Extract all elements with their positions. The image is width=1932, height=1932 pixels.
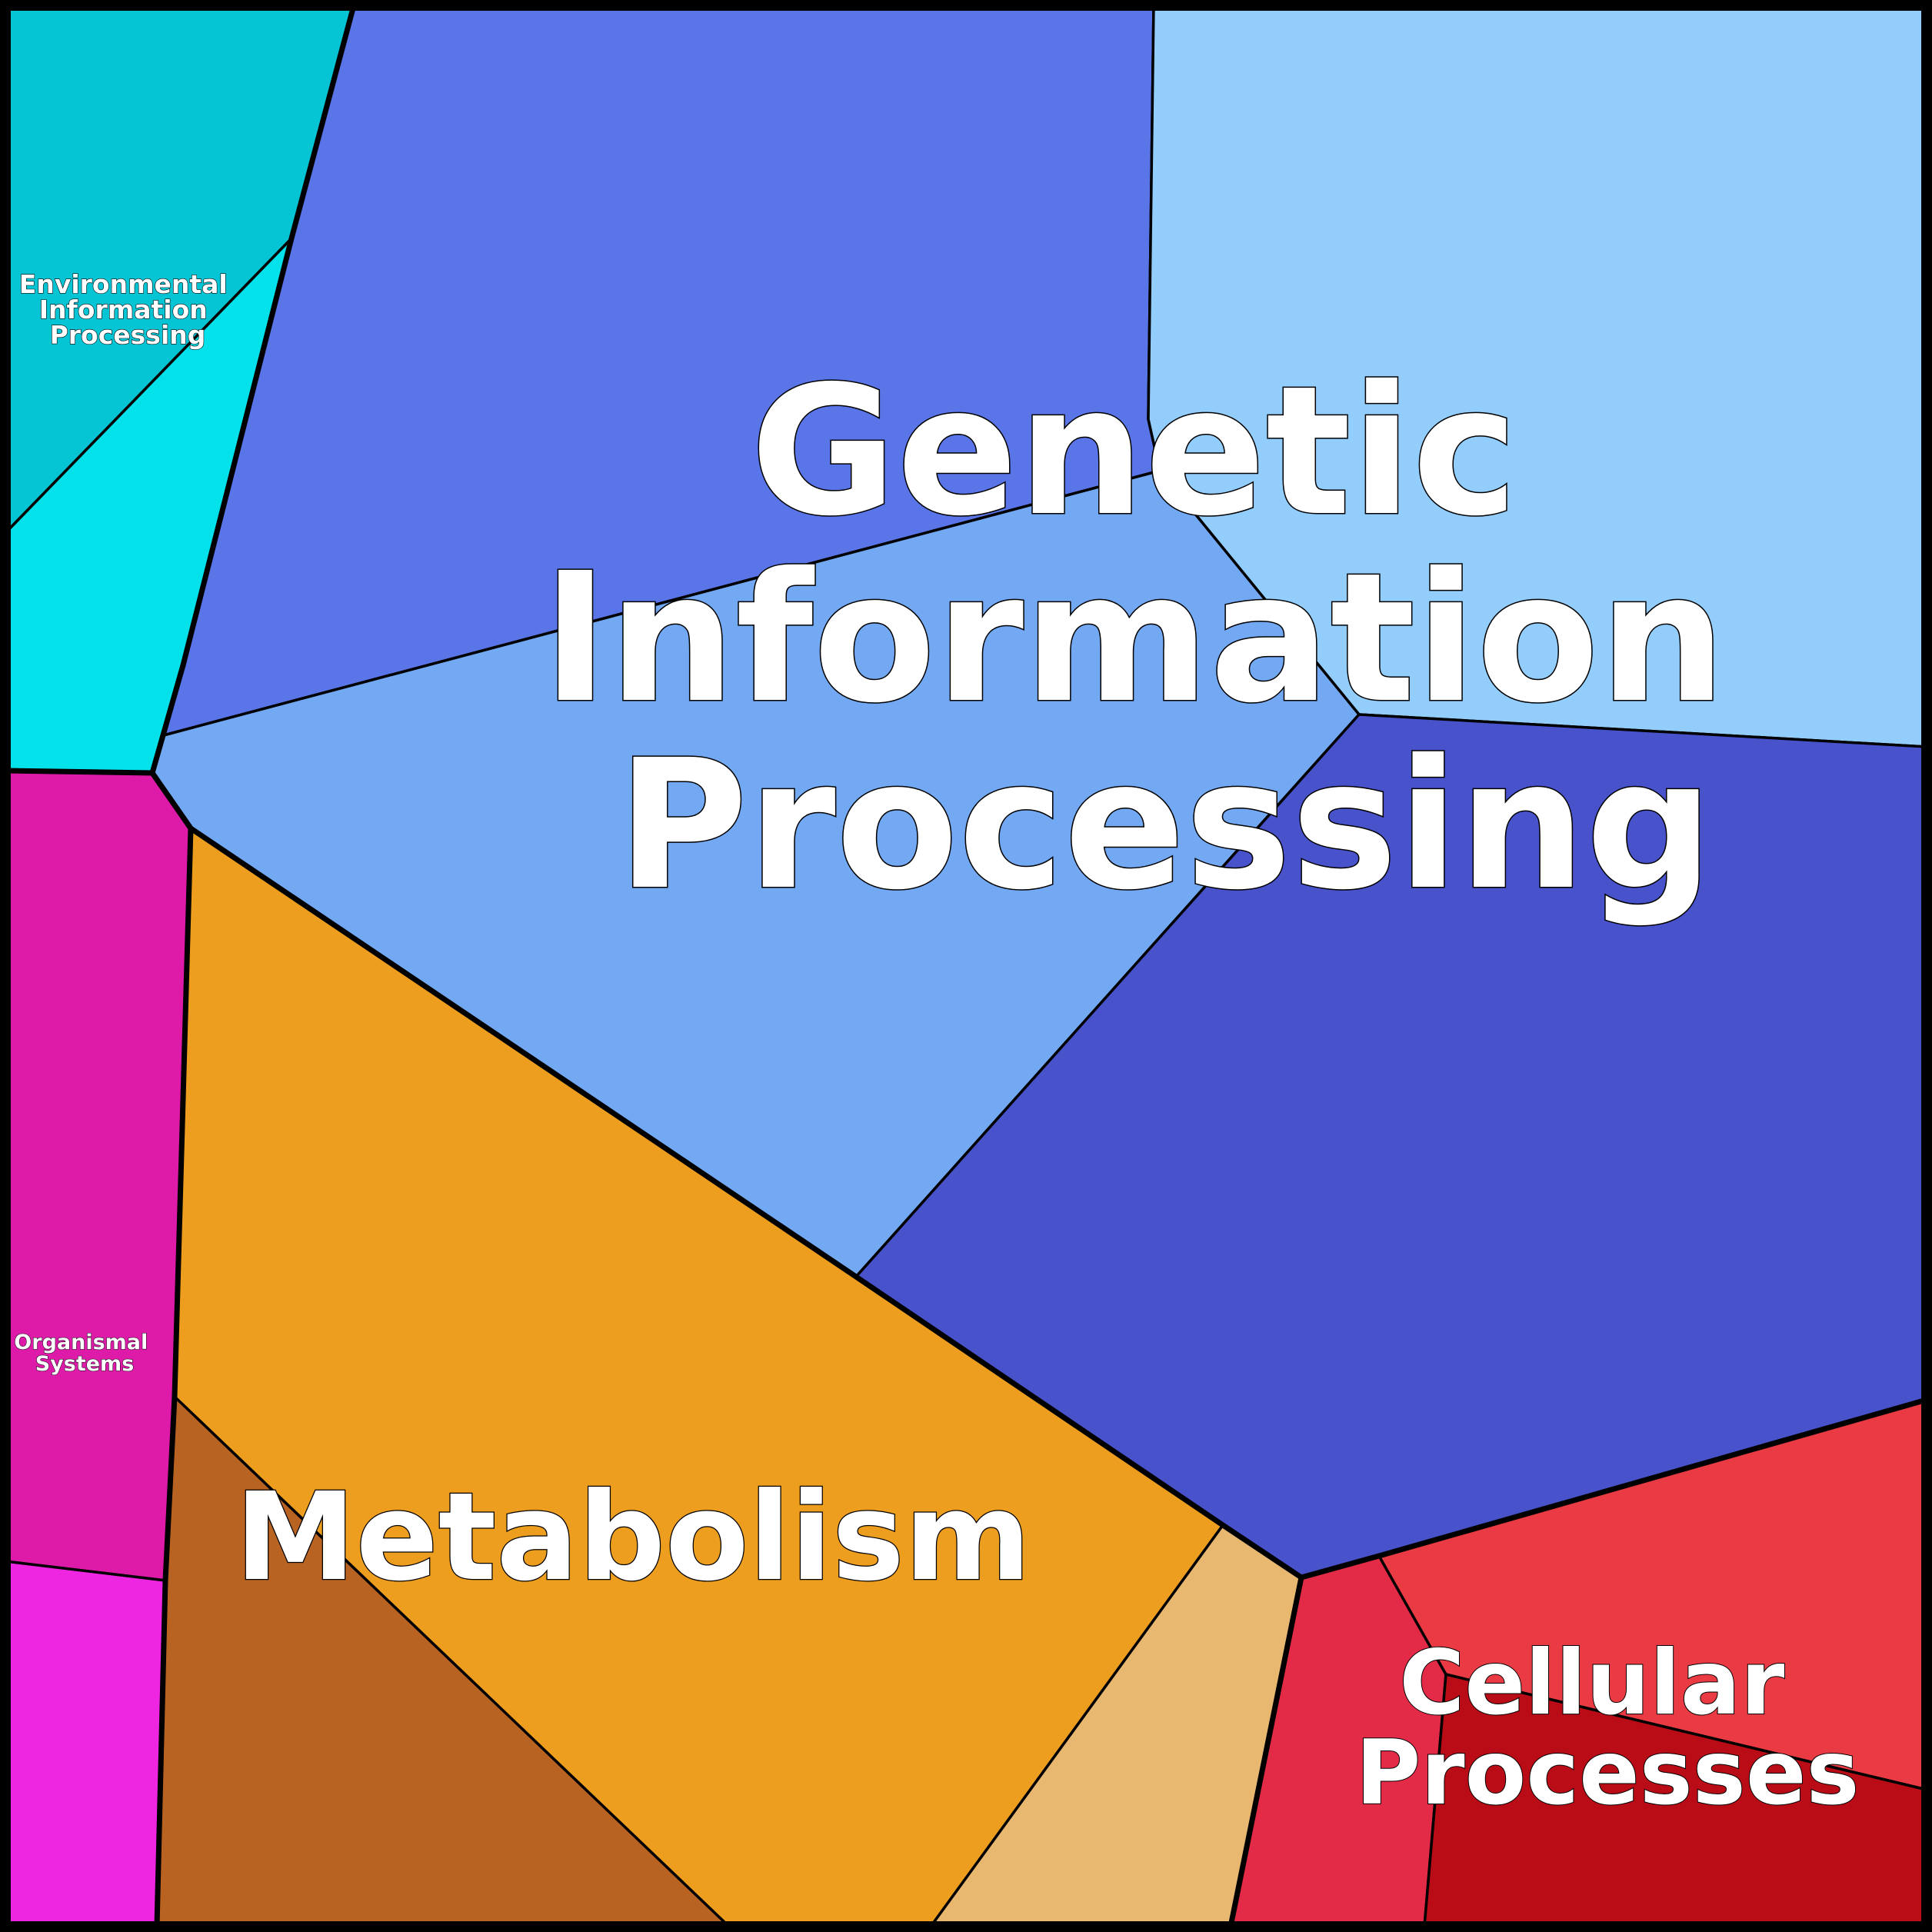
genetic-label-line-2: Information: [542, 535, 1727, 742]
border-environmental-genetic: [149, 2, 357, 776]
genetic-label: Genetic Information Processing: [542, 348, 1788, 929]
border-genetic-metabolism: [149, 770, 1304, 1581]
border-organismal-metabolism: [154, 825, 194, 1930]
border-metabolism-cellular: [1227, 1574, 1304, 1930]
cellular-label-line-1: Cellular: [1399, 1631, 1784, 1735]
organismal-label-line-1: Organismal: [14, 1331, 148, 1354]
genetic-label-line-1: Genetic: [750, 348, 1517, 555]
metabolism-label: Metabolism: [235, 1467, 1031, 1608]
cellular-label: Cellular Processes: [1355, 1631, 1859, 1825]
metabolism-label-line-1: Metabolism: [235, 1467, 1031, 1608]
organismal-cell-2: [4, 1560, 167, 1928]
organismal-label: Organismal Systems: [14, 1331, 155, 1376]
organismal-cell-1: [4, 769, 192, 1582]
environmental-label-line-3: Processing: [50, 320, 206, 350]
organismal-label-line-2: Systems: [35, 1352, 135, 1376]
environmental-label-line-1: Environmental: [19, 269, 228, 299]
border-genetic-cellular: [1298, 1397, 1930, 1581]
environmental-label: Environmental Information Processing: [19, 269, 236, 350]
environmental-label-line-2: Information: [39, 295, 208, 325]
cellular-label-line-2: Processes: [1355, 1721, 1859, 1825]
genetic-label-line-3: Processing: [617, 721, 1714, 929]
